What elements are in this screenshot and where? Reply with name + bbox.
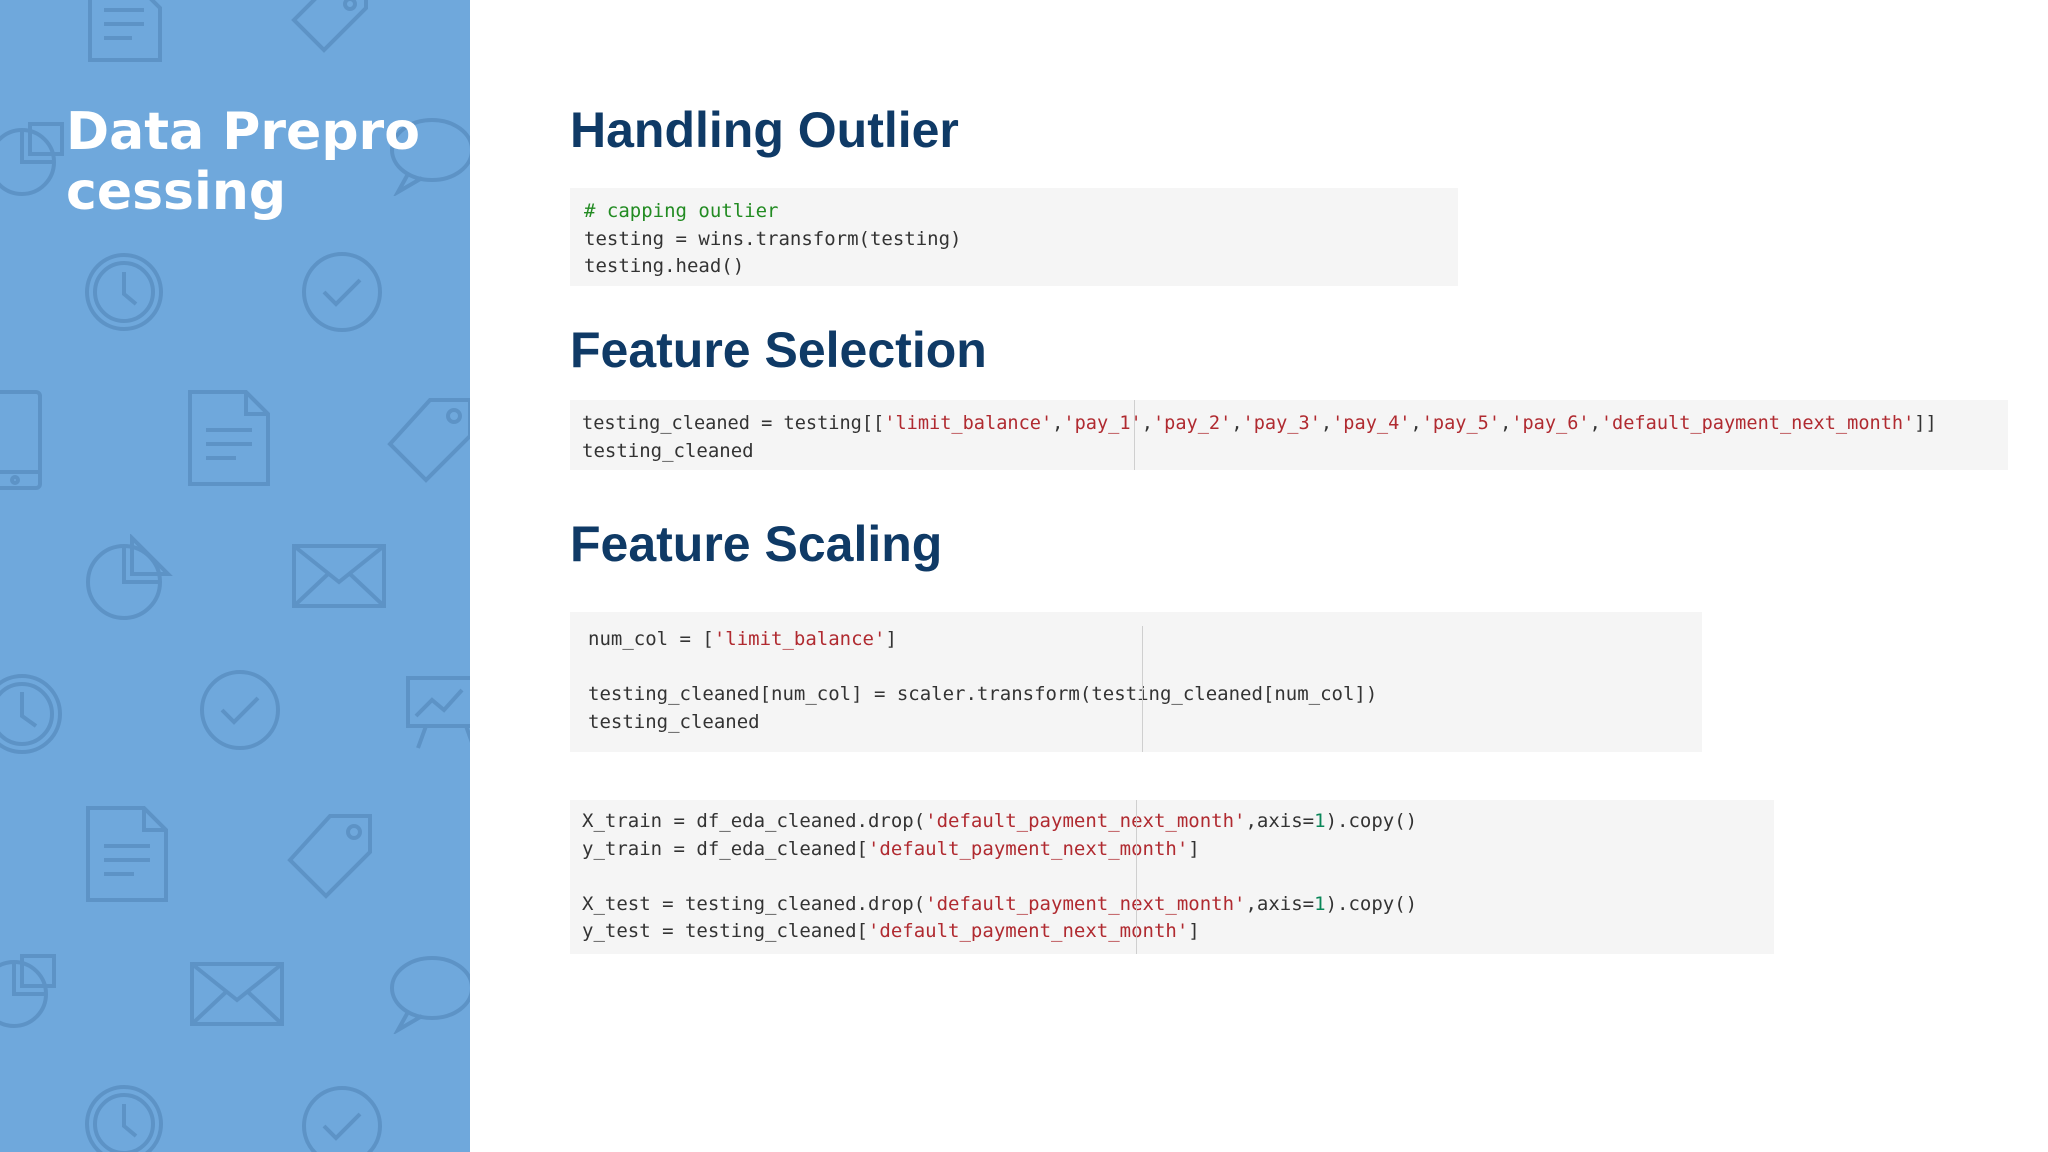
code-text: X_train = df_eda_cleaned.drop( — [582, 810, 926, 832]
tag-icon — [284, 0, 374, 70]
heading-feature-scaling: Feature Scaling — [570, 516, 943, 572]
check-circle-icon — [300, 1084, 384, 1152]
main-content: Handling Outlier # capping outlier testi… — [570, 0, 2048, 1152]
code-string: 'limit_balance' — [713, 628, 886, 650]
code-text: num_col = [ — [588, 628, 714, 650]
code-text: ,axis= — [1245, 892, 1315, 915]
code-line-blank — [588, 654, 1702, 682]
code-block-outlier: # capping outlier testing = wins.transfo… — [570, 188, 1458, 286]
code-number: 1 — [1314, 810, 1326, 832]
document-icon — [82, 0, 172, 70]
code-string: 'pay_6' — [1511, 413, 1590, 434]
cell-divider — [1142, 626, 1143, 752]
pie-chart-icon — [0, 120, 66, 200]
sidebar: Data Preprocessing — [0, 0, 470, 1152]
presentation-chart-icon — [402, 672, 470, 752]
code-string: 'pay_4' — [1332, 413, 1411, 434]
code-text: ).copy() — [1325, 892, 1418, 915]
code-string: 'pay_3' — [1242, 413, 1321, 434]
code-text: , — [1052, 413, 1064, 434]
speech-bubble-icon — [388, 116, 470, 196]
heading-feature-selection: Feature Selection — [570, 322, 987, 378]
code-line-blank — [582, 863, 1774, 891]
cell-divider — [1134, 400, 1135, 470]
tablet-icon — [0, 390, 46, 490]
code-text: ] — [1188, 920, 1200, 942]
envelope-icon — [292, 544, 388, 610]
code-comment: # capping outlier — [584, 200, 779, 222]
clock-icon — [84, 1084, 164, 1152]
code-text: y_train = df_eda_cleaned[ — [582, 837, 868, 860]
code-string: 'limit_balance' — [884, 413, 1053, 434]
pie-chart-icon — [84, 534, 174, 624]
code-line: X_train = df_eda_cleaned.drop('default_p… — [582, 808, 1774, 836]
code-number: 1 — [1314, 892, 1326, 915]
code-string: 'pay_5' — [1421, 413, 1501, 434]
code-string: 'default_payment_next_month' — [925, 810, 1246, 832]
code-text: testing_cleaned = testing[[ — [582, 413, 885, 434]
document-icon — [186, 390, 276, 490]
code-text: , — [1410, 413, 1422, 434]
code-text: ).copy() — [1325, 810, 1418, 832]
document-icon — [84, 806, 174, 906]
code-text: , — [1141, 413, 1153, 434]
code-line: testing_cleaned — [582, 439, 754, 462]
tag-icon — [386, 396, 470, 486]
cell-divider — [1136, 800, 1137, 954]
code-text: , — [1320, 413, 1333, 434]
code-text: , — [1500, 413, 1512, 434]
code-text: ,axis= — [1245, 810, 1315, 832]
code-text: y_test = testing_cleaned[ — [582, 920, 868, 942]
code-block-train-test-split: X_train = df_eda_cleaned.drop('default_p… — [570, 800, 1774, 954]
code-text: ] — [1188, 837, 1200, 860]
code-block-feature-selection: testing_cleaned = testing[['limit_balanc… — [570, 400, 2008, 470]
tag-icon — [286, 812, 376, 902]
code-string: 'default_payment_next_month' — [925, 892, 1246, 915]
code-string: 'pay_1' — [1063, 413, 1142, 434]
code-text: ]] — [1914, 413, 1937, 434]
code-line: num_col = ['limit_balance'] — [588, 626, 1702, 654]
code-line: y_test = testing_cleaned['default_paymen… — [582, 918, 1774, 946]
code-line: testing.head() — [584, 255, 745, 277]
slide-title: Data Preprocessing — [66, 102, 420, 222]
code-line: testing_cleaned — [588, 710, 760, 733]
code-string: 'pay_2' — [1152, 413, 1232, 434]
code-string: 'default_payment_next_month' — [867, 837, 1189, 860]
code-line: testing = wins.transform(testing) — [584, 227, 962, 250]
heading-handling-outlier: Handling Outlier — [570, 102, 959, 158]
code-text: , — [1589, 413, 1601, 434]
clock-icon — [0, 672, 64, 756]
code-line: X_test = testing_cleaned.drop('default_p… — [582, 891, 1774, 919]
speech-bubble-icon — [388, 954, 470, 1034]
code-block-feature-scaling: num_col = ['limit_balance'] testing_clea… — [570, 612, 1702, 752]
code-text: X_test = testing_cleaned.drop( — [582, 892, 926, 915]
code-line: testing_cleaned = testing[['limit_balanc… — [582, 410, 2008, 438]
code-text: ] — [885, 628, 897, 650]
code-line: # capping outlier — [584, 198, 1458, 226]
code-text: , — [1231, 413, 1243, 434]
check-circle-icon — [198, 668, 282, 752]
code-string: 'default_payment_next_month' — [867, 920, 1189, 942]
clock-icon — [84, 252, 164, 332]
check-circle-icon — [300, 250, 384, 334]
code-string: 'default_payment_next_month' — [1600, 413, 1915, 434]
envelope-icon — [190, 962, 286, 1028]
pie-chart-icon — [0, 952, 60, 1032]
code-line: y_train = df_eda_cleaned['default_paymen… — [582, 836, 1774, 864]
code-line: testing_cleaned[num_col] = scaler.transf… — [588, 683, 1378, 705]
